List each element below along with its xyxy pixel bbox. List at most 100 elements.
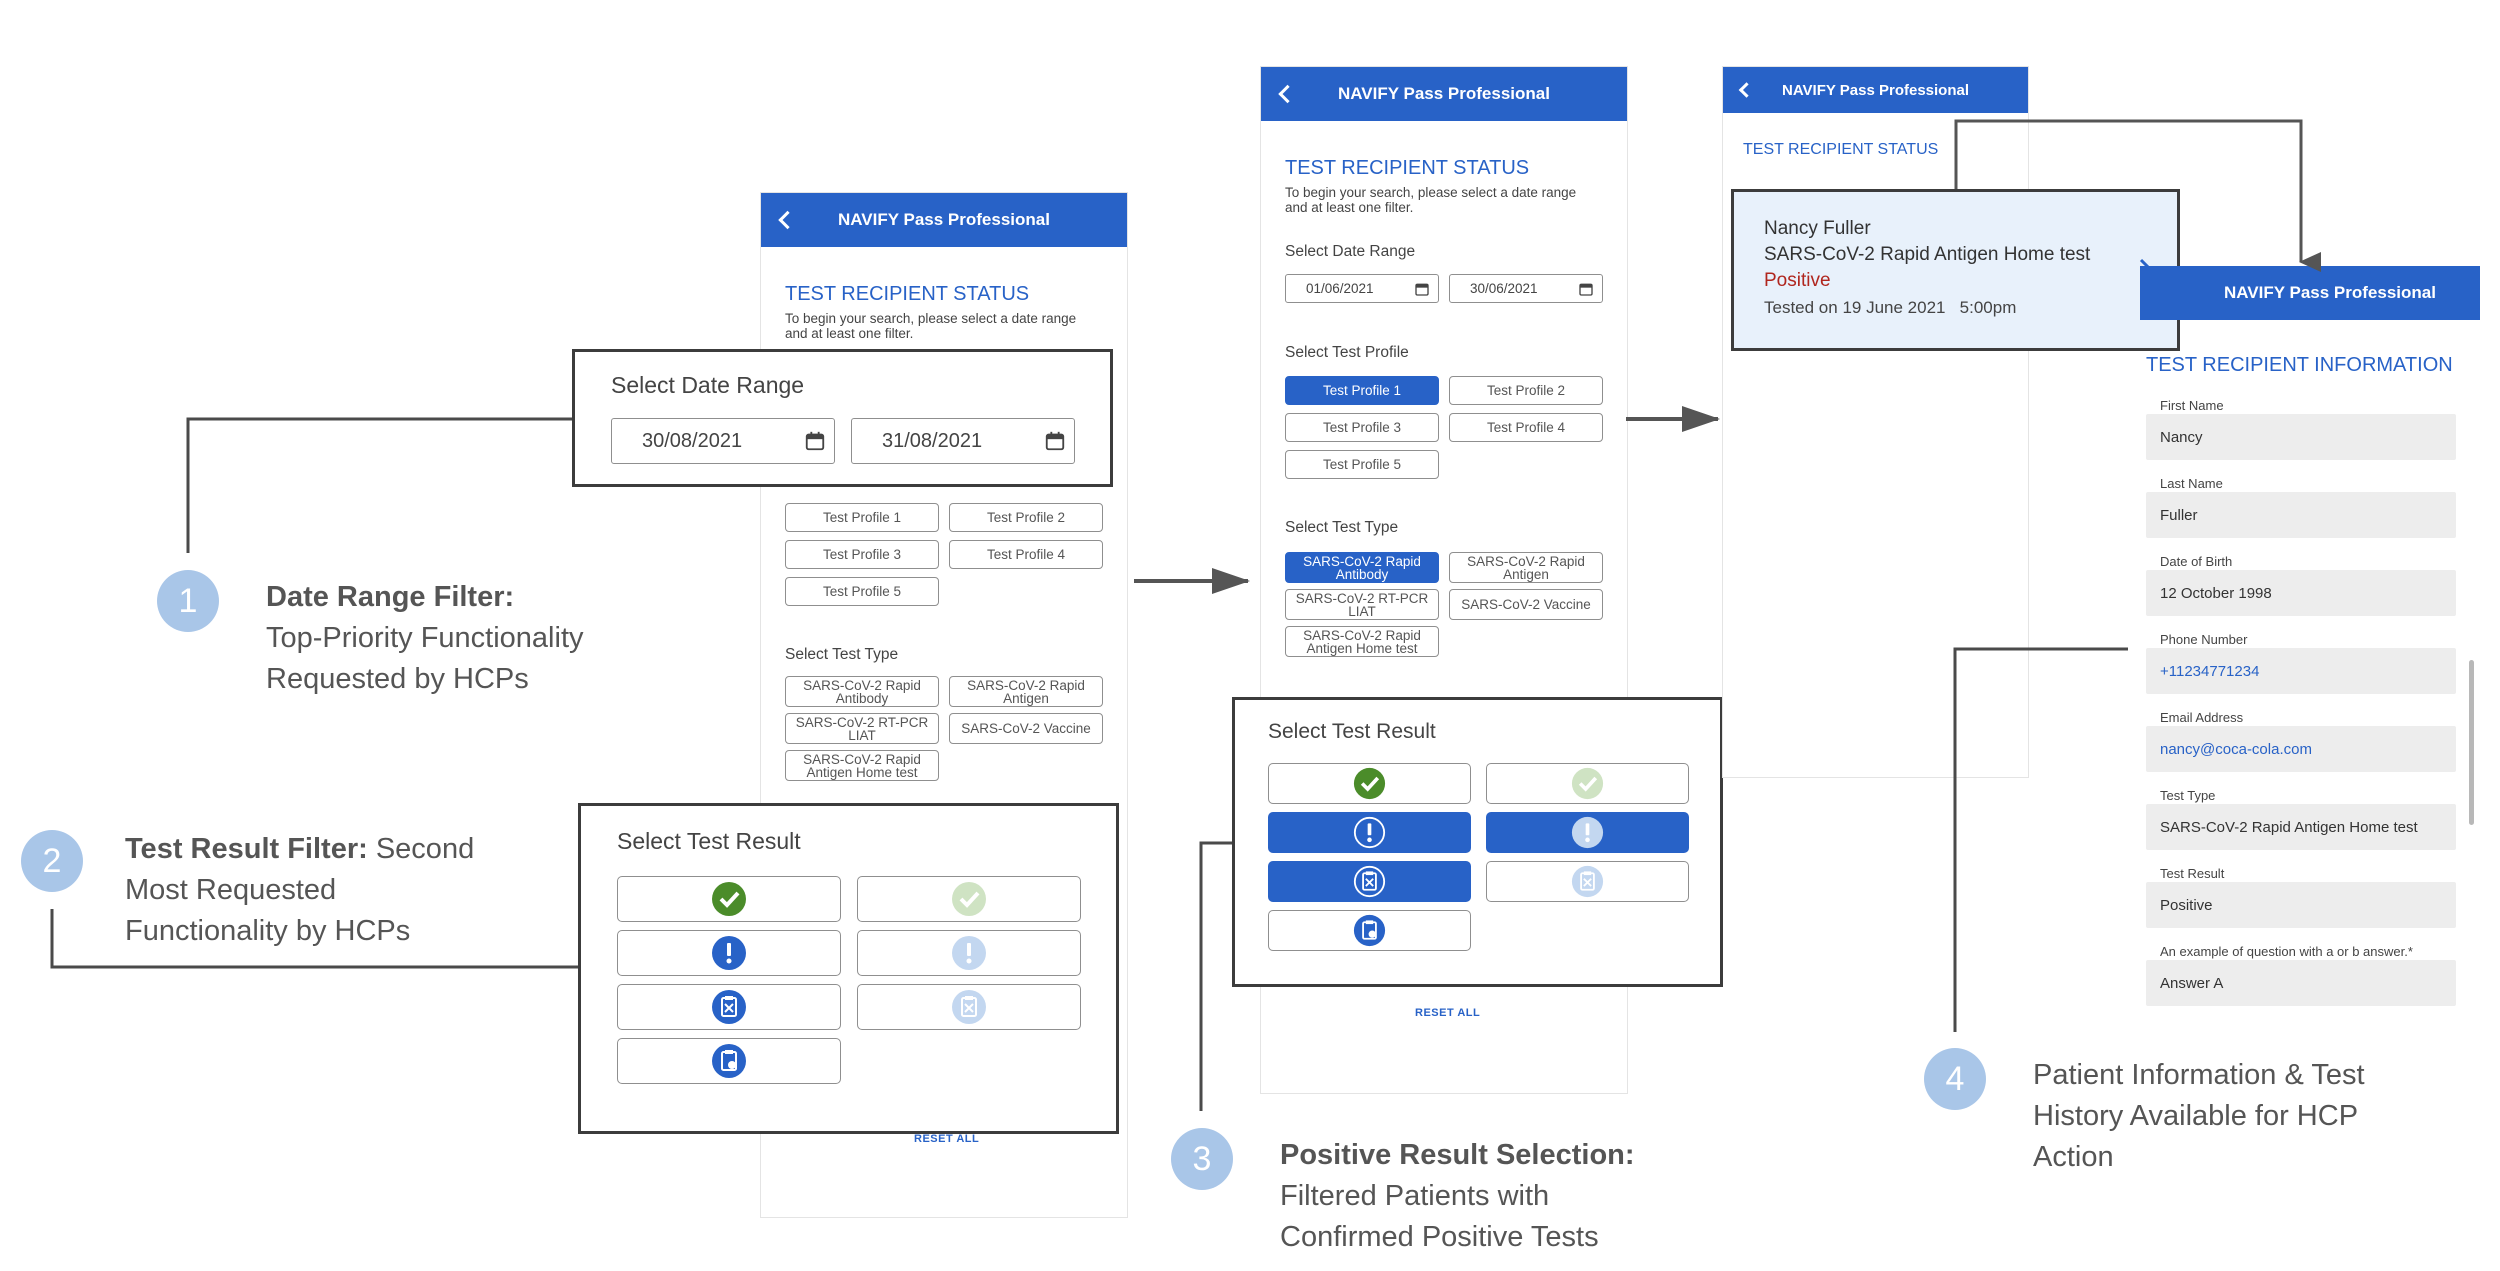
app-title: NAVIFY Pass Professional bbox=[838, 210, 1050, 229]
test-type-label: Select Test Type bbox=[1285, 519, 1399, 536]
calendar-icon[interactable] bbox=[1414, 281, 1430, 297]
connector-4 bbox=[1953, 647, 2128, 1032]
result-invalid-button-selected[interactable] bbox=[1268, 812, 1471, 853]
clipboard-x-icon bbox=[1571, 865, 1604, 898]
result-cancelled-button-selected[interactable] bbox=[1268, 861, 1471, 902]
tested-on: Tested on 19 June 2021 5:00pm bbox=[1764, 298, 2017, 317]
email-label: Email Address bbox=[2160, 710, 2244, 725]
check-circle-icon bbox=[1353, 767, 1386, 800]
reset-all-link[interactable]: RESET ALL bbox=[914, 1133, 980, 1145]
test-profile-chip[interactable]: Test Profile 5 bbox=[1285, 450, 1439, 479]
dob-field: 12 October 1998 bbox=[2146, 570, 2456, 616]
test-type-label: Select Test Type bbox=[785, 646, 899, 663]
clipboard-x-icon bbox=[1353, 865, 1386, 898]
test-profile-chip[interactable]: Test Profile 3 bbox=[1285, 413, 1439, 442]
test-profile-chip[interactable]: Test Profile 4 bbox=[1449, 413, 1603, 442]
first-name-label: First Name bbox=[2160, 398, 2224, 413]
flow-arrow-3 bbox=[1954, 119, 2321, 272]
annotation-3: Positive Result Selection: Filtered Pati… bbox=[1280, 1139, 1635, 1253]
connector-1 bbox=[186, 417, 572, 553]
calendar-icon[interactable] bbox=[804, 430, 826, 452]
clipboard-x-icon bbox=[712, 990, 746, 1024]
test-result-label: Select Test Result bbox=[1268, 720, 1436, 743]
check-circle-icon bbox=[1571, 767, 1604, 800]
date-range-popup: Select Date Range 30/08/2021 31/08/2021 bbox=[572, 349, 1113, 487]
result-pending-button[interactable] bbox=[1268, 910, 1471, 951]
result-positive-button[interactable] bbox=[1268, 763, 1471, 804]
test-profile-chip[interactable]: Test Profile 2 bbox=[1449, 376, 1603, 405]
exclamation-circle-icon bbox=[1571, 816, 1604, 849]
test-type-chip[interactable]: SARS-CoV-2 Vaccine bbox=[1449, 589, 1603, 620]
result-invalid-alt-button[interactable] bbox=[857, 930, 1081, 976]
test-type-chip[interactable]: SARS-CoV-2 Vaccine bbox=[949, 713, 1103, 744]
result-negative-button[interactable] bbox=[857, 876, 1081, 922]
phone-link[interactable]: +11234771234 bbox=[2146, 648, 2456, 694]
test-profile-label: Select Test Profile bbox=[1285, 344, 1409, 361]
screen-3-phone: NAVIFY Pass Professional TEST RECIPIENT … bbox=[1722, 66, 2029, 778]
exclamation-circle-icon bbox=[952, 936, 986, 970]
test-profile-chip[interactable]: Test Profile 1 bbox=[785, 503, 939, 532]
annotation-badge-2: 2 bbox=[21, 830, 83, 892]
scrollbar[interactable] bbox=[2469, 660, 2474, 825]
last-name-field: Fuller bbox=[2146, 492, 2456, 538]
phone-label: Phone Number bbox=[2160, 632, 2248, 647]
check-circle-icon bbox=[712, 882, 746, 916]
email-link[interactable]: nancy@coca-cola.com bbox=[2146, 726, 2456, 772]
last-name-label: Last Name bbox=[2160, 476, 2223, 491]
patient-name: Nancy Fuller bbox=[1764, 218, 1871, 239]
annotation-2: Test Result Filter: Second Most Requeste… bbox=[125, 833, 475, 947]
date-range-label: Select Date Range bbox=[1285, 243, 1416, 260]
result-negative-button[interactable] bbox=[1486, 763, 1689, 804]
test-profile-chip[interactable]: Test Profile 5 bbox=[785, 577, 939, 606]
search-hint: To begin your search, please select a da… bbox=[1285, 185, 1577, 215]
section-title: TEST RECIPIENT STATUS bbox=[785, 283, 1030, 305]
test-type-info-field: SARS-CoV-2 Rapid Antigen Home test bbox=[2146, 804, 2456, 850]
reset-all-link[interactable]: RESET ALL bbox=[1415, 1007, 1481, 1019]
test-profile-chip[interactable]: Test Profile 2 bbox=[949, 503, 1103, 532]
date-to-field[interactable]: 30/06/2021 bbox=[1449, 274, 1603, 303]
app-title: NAVIFY Pass Professional bbox=[2224, 283, 2436, 302]
dob-label: Date of Birth bbox=[2160, 554, 2233, 569]
info-app-bar: NAVIFY Pass Professional bbox=[2140, 266, 2480, 320]
app-title: NAVIFY Pass Professional bbox=[1781, 81, 1970, 99]
annotation-badge-1: 1 bbox=[157, 570, 219, 632]
annotation-4: Patient Information & Test History Avail… bbox=[2033, 1059, 2365, 1173]
test-profile-chip[interactable]: Test Profile 3 bbox=[785, 540, 939, 569]
clipboard-clock-icon bbox=[712, 1044, 746, 1078]
clipboard-x-icon bbox=[952, 990, 986, 1024]
app-bar: NAVIFY Pass Professional bbox=[1261, 67, 1627, 121]
result-card[interactable]: Nancy Fuller SARS-CoV-2 Rapid Antigen Ho… bbox=[1731, 189, 2180, 351]
connector-2 bbox=[50, 909, 578, 969]
result-invalid-alt-button-selected[interactable] bbox=[1486, 812, 1689, 853]
result-pending-button[interactable] bbox=[617, 1038, 841, 1084]
date-to-field[interactable]: 31/08/2021 bbox=[851, 418, 1075, 464]
app-bar: NAVIFY Pass Professional bbox=[1723, 67, 2028, 113]
test-profile-chip[interactable]: Test Profile 4 bbox=[949, 540, 1103, 569]
date-from-field[interactable]: 01/06/2021 bbox=[1285, 274, 1439, 303]
connector-3 bbox=[1199, 841, 1232, 1111]
app-title: NAVIFY Pass Professional bbox=[1338, 84, 1550, 103]
calendar-icon[interactable] bbox=[1578, 281, 1594, 297]
first-name-field: Nancy bbox=[2146, 414, 2456, 460]
test-result-popup: Select Test Result bbox=[1232, 697, 1723, 987]
info-section-title: TEST RECIPIENT INFORMATION bbox=[2146, 354, 2453, 376]
result-cancelled-alt-button[interactable] bbox=[857, 984, 1081, 1030]
result-invalid-button[interactable] bbox=[617, 930, 841, 976]
result-cancelled-alt-button[interactable] bbox=[1486, 861, 1689, 902]
result-cancelled-button[interactable] bbox=[617, 984, 841, 1030]
annotation-1: Date Range Filter: Top-Priority Function… bbox=[266, 581, 584, 695]
calendar-icon[interactable] bbox=[1044, 430, 1066, 452]
test-profile-chip-selected[interactable]: Test Profile 1 bbox=[1285, 376, 1439, 405]
section-title: TEST RECIPIENT STATUS bbox=[1285, 157, 1530, 179]
date-from-field[interactable]: 30/08/2021 bbox=[611, 418, 835, 464]
result-positive-button[interactable] bbox=[617, 876, 841, 922]
